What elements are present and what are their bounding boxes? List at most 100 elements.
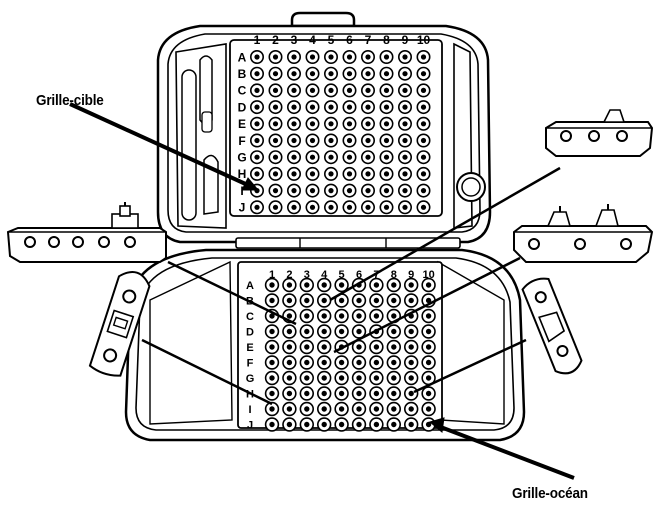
target-grid-peg-hole	[268, 66, 283, 81]
ocean-grid-column-label: 2	[286, 269, 292, 281]
target-grid-peg-hole	[397, 83, 412, 98]
target-grid-peg-hole	[305, 116, 320, 131]
ocean-grid-peg-hole	[386, 355, 401, 370]
ocean-grid-peg-hole	[369, 339, 384, 355]
ocean-grid-peg-hole	[404, 417, 419, 432]
ocean-grid-peg-hole	[317, 370, 332, 386]
ocean-grid-peg-hole	[386, 324, 401, 339]
target-grid-peg-hole	[360, 116, 375, 131]
target-grid-peg-hole	[286, 83, 301, 98]
ocean-grid-peg-hole	[334, 355, 349, 370]
target-grid-row-label: A	[238, 50, 247, 64]
target-grid-peg-hole	[286, 183, 301, 198]
ocean-grid-peg-hole	[351, 386, 367, 401]
target-grid-peg-hole	[268, 150, 283, 165]
ocean-grid-peg-hole	[421, 277, 436, 293]
target-grid-column-label: 10	[417, 33, 431, 47]
ocean-grid-peg-hole	[317, 339, 332, 355]
ship-patrol	[545, 109, 654, 157]
ocean-grid-peg-hole	[299, 308, 314, 324]
ocean-grid-peg-hole	[404, 401, 419, 417]
target-grid-column-label: 8	[383, 33, 390, 47]
ocean-grid-peg-hole	[334, 401, 349, 417]
ocean-grid-peg-hole	[421, 401, 436, 417]
ocean-grid-peg-hole	[334, 308, 349, 324]
target-grid-peg-hole	[305, 200, 320, 215]
ocean-grid-peg-hole	[351, 417, 367, 432]
target-grid-peg-hole	[360, 83, 375, 98]
target-grid-peg-hole	[360, 133, 375, 148]
target-grid-column-label: 4	[309, 33, 316, 47]
ocean-grid-peg-hole	[351, 308, 367, 324]
target-grid-peg-hole	[250, 66, 265, 81]
ocean-grid-peg-hole	[282, 355, 297, 370]
target-grid-row-label: F	[238, 134, 245, 148]
target-grid-peg-hole	[342, 150, 357, 165]
ocean-grid-peg-hole	[421, 308, 436, 324]
ocean-grid-peg-hole	[404, 370, 419, 386]
target-grid-column-label: 9	[402, 33, 409, 47]
target-grid-peg-hole	[342, 66, 357, 81]
ocean-grid-peg-hole	[369, 401, 384, 417]
target-grid-peg-hole	[397, 116, 412, 131]
ocean-grid-peg-hole	[299, 386, 314, 401]
target-grid-column-label: 2	[272, 33, 279, 47]
ocean-grid-peg-hole	[317, 324, 332, 339]
target-grid-peg-hole	[323, 49, 338, 64]
target-grid-peg-hole	[286, 66, 301, 81]
target-grid-peg-hole	[342, 166, 357, 181]
ocean-grid-peg-hole	[299, 293, 314, 308]
target-grid-peg-hole	[360, 166, 375, 181]
target-grid-peg-hole	[342, 100, 357, 115]
target-grid-peg-hole	[360, 66, 375, 81]
ocean-grid-peg-hole	[264, 386, 280, 401]
target-grid-row-label: E	[238, 117, 246, 131]
target-grid-row-label: D	[238, 100, 247, 114]
target-grid-peg-hole	[360, 49, 375, 64]
ocean-grid-column-label: 4	[321, 269, 328, 281]
target-grid-peg-hole	[360, 150, 375, 165]
target-grid-peg-hole	[416, 100, 431, 115]
ship-carrier	[6, 202, 167, 263]
target-grid-peg-hole	[379, 150, 394, 165]
ocean-grid-peg-hole	[386, 277, 401, 293]
ocean-grid-column-label: 10	[422, 269, 434, 281]
ocean-grid-peg-hole	[317, 417, 332, 432]
ocean-grid-peg-hole	[404, 308, 419, 324]
target-grid-peg-hole	[379, 100, 394, 115]
ocean-grid-peg-hole	[264, 277, 280, 293]
ocean-grid-peg-hole	[404, 293, 419, 308]
target-grid-peg-hole	[250, 49, 265, 64]
ship-cruiser	[521, 277, 583, 375]
ocean-grid-row-label: E	[246, 342, 253, 354]
ocean-grid-peg-hole	[299, 417, 314, 432]
target-grid-column-label: 7	[365, 33, 372, 47]
callout-pointers	[69, 102, 575, 480]
target-grid-peg-hole	[379, 83, 394, 98]
ocean-grid-peg-hole	[317, 355, 332, 370]
target-grid-peg-hole	[416, 83, 431, 98]
target-grid-peg-hole	[379, 66, 394, 81]
target-grid-peg-hole	[342, 83, 357, 98]
ocean-grid-peg-hole	[369, 370, 384, 386]
ocean-grid-column-label: 8	[391, 269, 397, 281]
ocean-grid-peg-hole	[264, 370, 280, 386]
target-grid-peg-hole	[323, 83, 338, 98]
ocean-grid-peg-hole	[404, 339, 419, 355]
target-grid-peg-hole	[305, 49, 320, 64]
target-grid-peg-hole	[286, 100, 301, 115]
ocean-grid-peg-hole	[369, 386, 384, 401]
ocean-grid-row-label: F	[247, 357, 254, 369]
target-grid-peg-hole	[305, 150, 320, 165]
target-grid-peg-hole	[286, 166, 301, 181]
ocean-grid-peg-hole	[351, 370, 367, 386]
ocean-grid-row-label: I	[248, 404, 251, 416]
ocean-grid-peg-hole	[299, 401, 314, 417]
ocean-grid-peg-hole	[317, 386, 332, 401]
ocean-grid-peg-hole	[421, 339, 436, 355]
ocean-grid-peg-hole	[334, 386, 349, 401]
target-grid-peg-hole	[305, 66, 320, 81]
